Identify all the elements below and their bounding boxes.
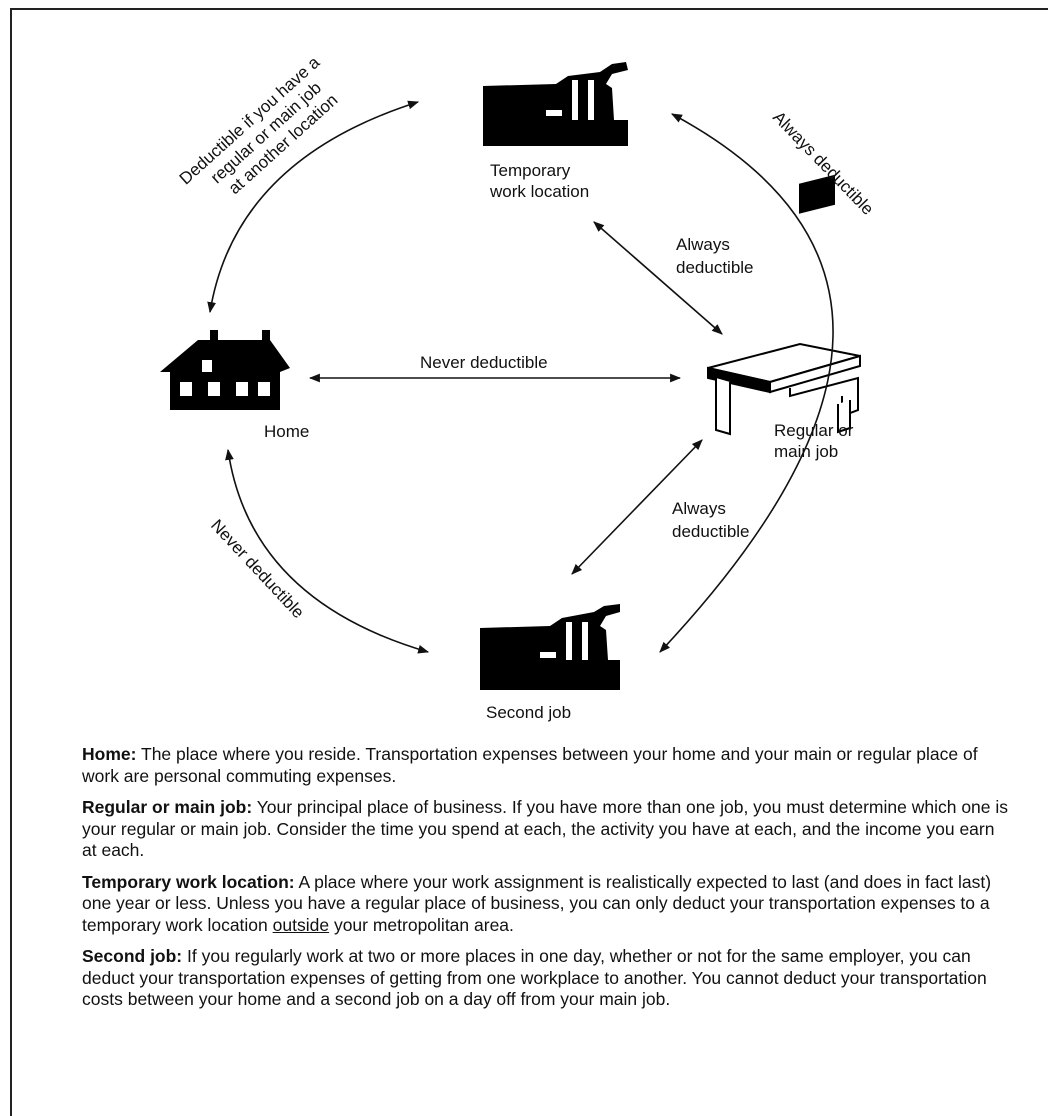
transportation-diagram: Temporary work location Home Regular or … [160,52,877,722]
definition-term: Temporary work location: [82,871,295,892]
figure-frame [10,8,1048,1116]
arrow-temporary-regular [593,221,723,335]
regular-label-line2: main job [774,442,838,461]
factory-icon [480,604,620,690]
temporary-label-line2: work location [489,182,589,201]
definition-text: If you regularly work at two or more pla… [82,946,987,1009]
definitions: Home: The place where you reside. Transp… [82,744,1012,1021]
definition-term: Second job: [82,946,183,966]
definition-term: Home: [82,744,137,764]
definition-text: A place where your work assignment is re… [82,871,992,935]
regular-label-line1: Regular or [774,421,854,440]
arrow-temporary-second [659,113,834,653]
definition-second: Second job: If you regularly work at two… [82,946,1012,1011]
home-label: Home [264,422,309,441]
definition-underlined-text: outside [272,914,330,935]
edge-label-home-temporary: Deductible if you have a regular or main… [176,52,342,198]
definition-regular: Regular or main job: Your principal plac… [82,797,1012,862]
definition-text: The place where you reside. Transportati… [82,744,978,786]
edge-label-regular-second-line1: Always [672,499,726,518]
arrow-home-temporary [207,100,420,314]
edge-label-temporary-regular-line2: deductible [676,258,754,277]
arrow-regular-second [571,439,703,575]
edge-label-home-regular: Never deductible [420,353,548,372]
definition-temporary: Temporary work location: A place where y… [82,872,1012,937]
temporary-label-line1: Temporary [490,161,571,180]
edge-label-regular-second-line2: deductible [672,522,750,541]
factory-icon [483,62,628,146]
edge-label-temporary-regular-line1: Always [676,235,730,254]
house-icon [160,330,290,410]
second-label: Second job [486,703,571,722]
definition-term: Regular or main job: [82,797,253,817]
arrow-home-second [225,448,430,654]
definition-text: Your principal place of business. If you… [82,797,1009,860]
desk-icon [707,174,861,436]
edge-label-home-second: Never deductible [207,516,308,622]
definition-home: Home: The place where you reside. Transp… [82,744,1012,787]
definition-text: your metropolitan area. [329,914,514,935]
